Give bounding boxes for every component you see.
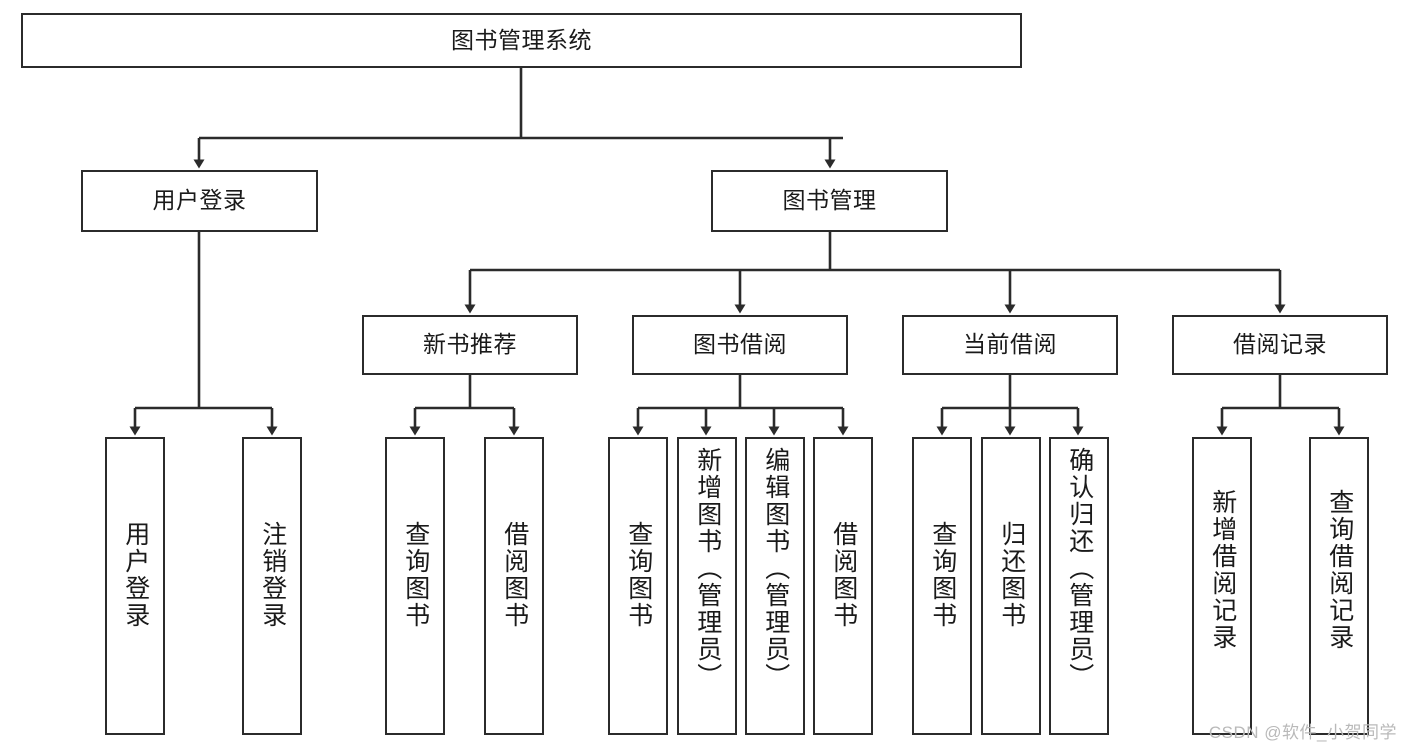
- node-current-borrow[interactable]: 当前借阅: [902, 315, 1118, 375]
- node-book-management[interactable]: 图书管理: [711, 170, 948, 232]
- leaf-borrow-book[interactable]: 借阅图书: [813, 437, 873, 735]
- leaf-confirm-return-admin[interactable]: 确认归还（管理员）: [1049, 437, 1109, 735]
- node-book-borrow-label: 图书借阅: [693, 331, 787, 358]
- node-current-borrow-label: 当前借阅: [963, 331, 1057, 358]
- node-new-book-recommend-label: 新书推荐: [423, 331, 517, 358]
- leaf-borrow-book-label: 借阅图书: [829, 521, 858, 629]
- leaf-query-borrow-record[interactable]: 查询借阅记录: [1309, 437, 1369, 735]
- leaf-add-borrow-record-label: 新增借阅记录: [1208, 489, 1237, 651]
- node-root-label: 图书管理系统: [451, 26, 592, 53]
- node-new-book-recommend[interactable]: 新书推荐: [362, 315, 578, 375]
- leaf-edit-book-admin-label: 编辑图书（管理员）: [761, 447, 790, 690]
- leaf-borrow-book-recommend-label: 借阅图书: [500, 521, 529, 629]
- leaf-return-book[interactable]: 归还图书: [981, 437, 1041, 735]
- node-root[interactable]: 图书管理系统: [21, 13, 1022, 68]
- node-book-management-label: 图书管理: [782, 187, 877, 214]
- leaf-user-login-label: 用户登录: [121, 521, 150, 629]
- leaf-add-borrow-record[interactable]: 新增借阅记录: [1192, 437, 1252, 735]
- leaf-user-login[interactable]: 用户登录: [105, 437, 165, 735]
- leaf-logout-label: 注销登录: [258, 521, 287, 629]
- watermark: CSDN @软件_小贺同学: [1208, 723, 1397, 742]
- leaf-query-borrow-record-label: 查询借阅记录: [1325, 489, 1354, 651]
- node-book-borrow[interactable]: 图书借阅: [632, 315, 848, 375]
- leaf-query-book-borrow[interactable]: 查询图书: [608, 437, 668, 735]
- node-borrow-record[interactable]: 借阅记录: [1172, 315, 1388, 375]
- leaf-query-book-borrow-label: 查询图书: [624, 521, 653, 629]
- node-user-login-label: 用户登录: [152, 187, 247, 214]
- leaf-query-book-current-label: 查询图书: [928, 521, 957, 629]
- leaf-query-book-recommend[interactable]: 查询图书: [385, 437, 445, 735]
- leaf-add-book-admin[interactable]: 新增图书（管理员）: [677, 437, 737, 735]
- leaf-logout[interactable]: 注销登录: [242, 437, 302, 735]
- leaf-return-book-label: 归还图书: [997, 521, 1026, 629]
- leaf-add-book-admin-label: 新增图书（管理员）: [693, 447, 722, 690]
- leaf-confirm-return-admin-label: 确认归还（管理员）: [1065, 447, 1094, 690]
- node-borrow-record-label: 借阅记录: [1233, 331, 1327, 358]
- leaf-edit-book-admin[interactable]: 编辑图书（管理员）: [745, 437, 805, 735]
- leaf-query-book-current[interactable]: 查询图书: [912, 437, 972, 735]
- node-user-login[interactable]: 用户登录: [81, 170, 318, 232]
- leaf-borrow-book-recommend[interactable]: 借阅图书: [484, 437, 544, 735]
- leaf-query-book-recommend-label: 查询图书: [401, 521, 430, 629]
